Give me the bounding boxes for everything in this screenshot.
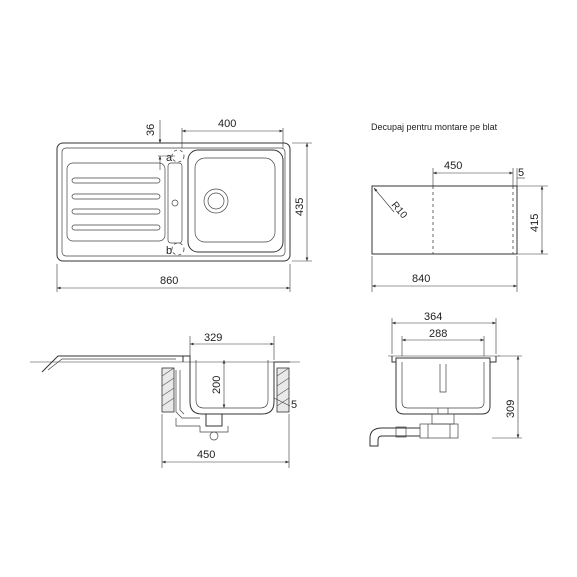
tap-hole-b: [171, 242, 185, 256]
overflow-slot: [167, 162, 183, 244]
counter-hatch-right: [276, 367, 290, 413]
drain-inner: [207, 192, 225, 210]
drain-outer: [203, 188, 229, 214]
trap: [205, 414, 223, 427]
front-bowl: [395, 362, 491, 415]
cutout-caption: Decupaj pentru montare pe blat: [371, 122, 498, 132]
dim-435: 435: [294, 198, 306, 216]
dim-450-side: 450: [197, 449, 215, 461]
bowl-section: [183, 355, 290, 415]
cutout-view: Decupaj pentru montare pe blat R10 450 5…: [371, 122, 548, 292]
bowl-inner: [194, 157, 276, 243]
side-view: 329 200 5 450: [30, 332, 300, 468]
dim-200: 200: [211, 376, 223, 394]
drainboard-grooves: [71, 177, 161, 231]
dim-36: 36: [145, 124, 157, 136]
dim-288: 288: [429, 328, 447, 340]
label-b: b: [166, 245, 172, 257]
label-a: a: [166, 152, 173, 164]
dim-5-side: 5: [291, 399, 297, 411]
bowl-outer: [187, 149, 284, 253]
drainboard: [66, 162, 166, 242]
cutout-rect: [371, 185, 518, 255]
dim-5-cutout: 5: [518, 167, 524, 179]
dim-309: 309: [505, 400, 517, 418]
dim-450-cutout: 450: [444, 160, 462, 172]
dim-415: 415: [529, 214, 541, 232]
front-trap: [439, 364, 447, 393]
dim-364: 364: [424, 311, 442, 323]
dim-840: 840: [412, 273, 430, 285]
dim-400: 400: [218, 118, 236, 130]
counter-hatch-left: [161, 367, 175, 413]
dim-860: 860: [160, 275, 178, 287]
top-view: a b 400 36 860 435: [56, 118, 312, 292]
dim-r10: R10: [389, 200, 410, 221]
dim-329: 329: [204, 332, 222, 344]
front-view: 364 288 309: [369, 311, 522, 447]
